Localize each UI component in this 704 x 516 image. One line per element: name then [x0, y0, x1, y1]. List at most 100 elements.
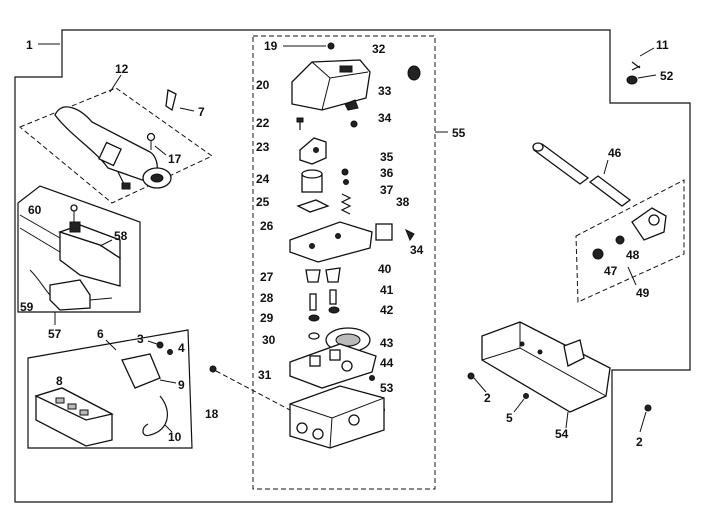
valve-assembly-58 — [19, 214, 121, 287]
label-17: 17 — [168, 152, 182, 166]
wire-10 — [142, 395, 173, 437]
label-32: 32 — [372, 42, 386, 56]
valve-plate-26 — [289, 221, 373, 263]
leader-49 — [627, 266, 637, 286]
label-52: 52 — [660, 69, 674, 83]
label-57: 57 — [48, 327, 62, 341]
part-34-upper — [350, 120, 358, 128]
screw-17 — [146, 132, 167, 156]
label-34-upper: 34 — [378, 111, 392, 125]
dashed-box-55 — [252, 35, 436, 490]
label-9: 9 — [178, 378, 185, 392]
label-53: 53 — [380, 381, 394, 395]
screw-22 — [296, 117, 304, 130]
housing-20 — [291, 59, 371, 111]
label-26: 26 — [260, 219, 274, 233]
label-38: 38 — [396, 195, 410, 209]
label-28: 28 — [260, 291, 274, 305]
label-11: 11 — [656, 38, 669, 52]
part-33 — [344, 99, 359, 111]
screw-5 — [513, 393, 529, 413]
label-7: 7 — [198, 105, 205, 119]
label-48: 48 — [626, 248, 640, 262]
screw-60 — [70, 204, 78, 222]
label-60: 60 — [28, 203, 42, 217]
orifice-assembly — [592, 207, 667, 260]
label-27: 27 — [260, 270, 274, 284]
spring-37 — [340, 193, 352, 215]
part-35 — [341, 168, 349, 176]
label-2-left: 2 — [484, 391, 491, 405]
label-12: 12 — [115, 62, 129, 76]
label-23: 23 — [256, 140, 270, 154]
dashed-box-12 — [19, 87, 213, 204]
label-18: 18 — [205, 407, 219, 421]
assembly-outline — [14, 29, 691, 503]
label-20: 20 — [256, 78, 270, 92]
label-33: 33 — [378, 84, 392, 98]
label-30: 30 — [262, 333, 276, 347]
label-54: 54 — [555, 427, 569, 441]
label-31: 31 — [258, 368, 272, 382]
label-24: 24 — [256, 172, 270, 186]
label-22: 22 — [256, 116, 270, 130]
leader-6 — [105, 339, 117, 351]
washer-29 — [308, 314, 320, 322]
label-29: 29 — [260, 311, 274, 325]
screw-4 — [167, 349, 173, 355]
part-34-lower — [405, 228, 415, 242]
label-43: 43 — [380, 336, 394, 350]
label-3: 3 — [137, 332, 144, 346]
screw-2-right — [639, 404, 652, 433]
handle-assembly — [54, 106, 172, 190]
screw-18 — [209, 365, 291, 411]
block-38 — [375, 223, 393, 241]
label-49: 49 — [636, 286, 650, 300]
washer-42 — [328, 306, 340, 314]
label-59: 59 — [20, 300, 34, 314]
burner-bracket-54 — [481, 321, 611, 429]
part-44 — [341, 360, 353, 372]
label-25: 25 — [256, 195, 270, 209]
label-34-lower: 34 — [410, 243, 424, 257]
box-6 — [27, 329, 193, 449]
igniter-block-8 — [34, 387, 114, 447]
pin-7 — [165, 89, 195, 112]
screw-3 — [147, 340, 164, 349]
label-19: 19 — [264, 39, 278, 53]
tube-46 — [532, 142, 632, 207]
box-57 — [17, 185, 141, 313]
bracket-9 — [121, 353, 177, 389]
label-1: 1 — [26, 38, 33, 52]
pin-28 — [309, 293, 317, 311]
gasket-31 — [289, 343, 377, 389]
label-35: 35 — [380, 150, 394, 164]
pin-41 — [329, 289, 337, 305]
bracket-59 — [29, 269, 113, 311]
nut-52 — [626, 74, 657, 85]
label-42: 42 — [380, 303, 394, 317]
label-55: 55 — [452, 126, 466, 140]
label-40: 40 — [378, 262, 392, 276]
screw-19 — [283, 42, 335, 50]
label-2-right: 2 — [636, 435, 643, 449]
plate-25 — [296, 199, 330, 213]
label-6: 6 — [97, 327, 104, 341]
cylinder-24 — [301, 169, 323, 193]
label-58: 58 — [114, 229, 128, 243]
leader-12 — [109, 74, 122, 93]
dashed-box-49 — [575, 179, 685, 303]
washer-30 — [308, 332, 320, 340]
plunger-27 — [305, 269, 321, 283]
label-44: 44 — [380, 356, 394, 370]
label-10: 10 — [168, 430, 182, 444]
label-8: 8 — [56, 374, 63, 388]
label-36: 36 — [380, 166, 394, 180]
part-36 — [343, 179, 349, 185]
label-41: 41 — [380, 283, 394, 297]
valve-body — [289, 385, 385, 449]
knob-32 — [407, 65, 421, 81]
screw-2-left — [467, 372, 487, 393]
